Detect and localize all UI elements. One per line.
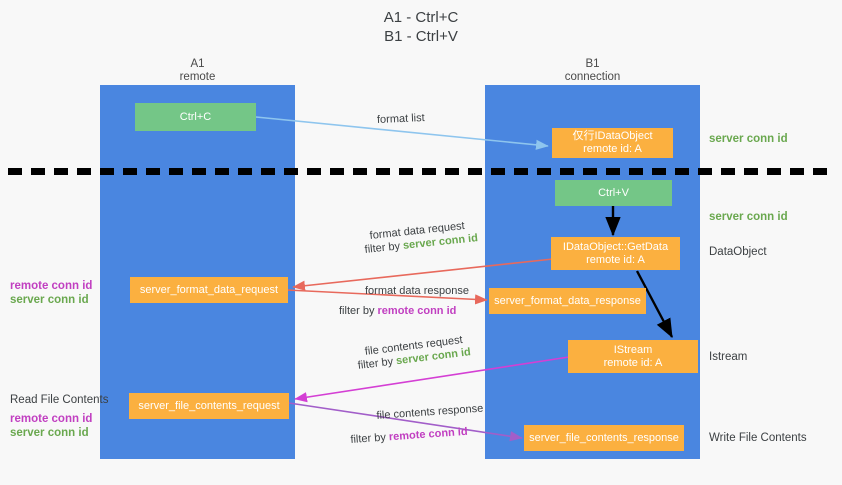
- flow-label-file-contents-response-filter: filter by remote conn id: [350, 425, 468, 448]
- filter-prefix: filter by: [350, 431, 390, 446]
- flow-label-format-list: format list: [376, 111, 425, 127]
- box-idataobject-getdata[interactable]: IDataObject::GetData remote id: A: [551, 237, 680, 270]
- filter-prefix: filter by: [357, 355, 397, 372]
- label-read-file-contents: Read File Contents: [10, 394, 109, 406]
- column-header-b1: B1 connection: [564, 58, 621, 83]
- filter-prefix: filter by: [364, 239, 404, 256]
- page-title: A1 - Ctrl+C B1 - Ctrl+V: [383, 9, 459, 45]
- label-dataobject: DataObject: [709, 246, 767, 258]
- box-server-file-contents-request[interactable]: server_file_contents_request: [129, 393, 289, 419]
- box-server-file-contents-response[interactable]: server_file_contents_response: [524, 425, 684, 451]
- flow-label-file-contents-response: file contents response: [376, 402, 484, 422]
- box-ctrl-c[interactable]: Ctrl+C: [135, 103, 256, 131]
- filter-prefix: filter by: [339, 305, 378, 317]
- label-remote-conn-id-mid: remote conn id: [10, 280, 93, 292]
- label-server-conn-id-bottom: server conn id: [10, 427, 89, 439]
- filter-value-remote-conn-id: remote conn id: [377, 305, 457, 317]
- box-ctrl-v[interactable]: Ctrl+V: [555, 180, 672, 206]
- box-istream[interactable]: IStream remote id: A: [568, 340, 698, 373]
- phase-divider: [8, 168, 834, 175]
- box-idataobject[interactable]: 仅行IDataObject remote id: A: [552, 128, 673, 158]
- column-header-a1: A1 remote: [179, 58, 216, 83]
- flow-label-format-data-response: format data response: [365, 285, 469, 297]
- label-remote-conn-id-bottom: remote conn id: [10, 413, 93, 425]
- box-server-format-data-request[interactable]: server_format_data_request: [130, 277, 288, 303]
- label-server-conn-id-top: server conn id: [709, 133, 788, 145]
- label-server-conn-id-mid: server conn id: [709, 211, 788, 223]
- label-write-file-contents: Write File Contents: [709, 432, 807, 444]
- box-server-format-data-response[interactable]: server_format_data_response: [489, 288, 646, 314]
- label-server-conn-id-left-mid: server conn id: [10, 294, 89, 306]
- flow-label-format-data-response-filter: filter by remote conn id: [339, 304, 456, 319]
- label-istream: Istream: [709, 351, 748, 363]
- filter-value-remote-conn-id: remote conn id: [388, 425, 468, 444]
